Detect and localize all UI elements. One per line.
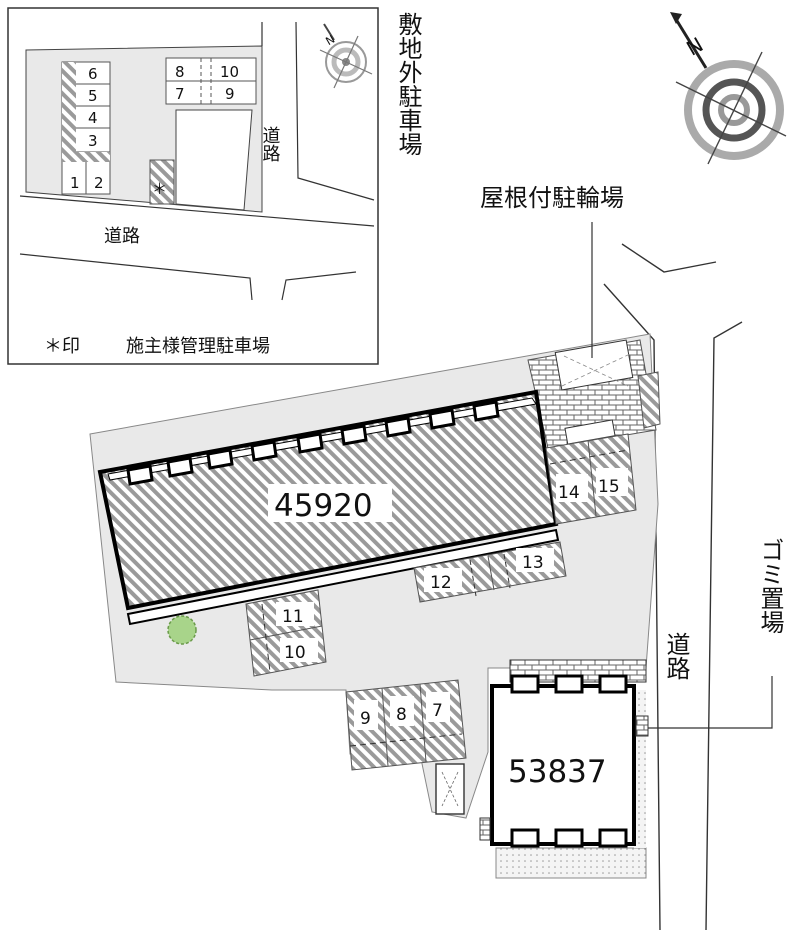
compass-icon: N <box>670 12 787 165</box>
parking-slot-8: 8 <box>396 705 407 725</box>
inset-slot-7: 7 <box>175 85 185 103</box>
inset-slot-4: 4 <box>88 109 98 127</box>
inset-slot-9: 9 <box>225 85 235 103</box>
parking-group-10-11: 11 10 <box>245 589 327 677</box>
garbage-leader <box>648 676 773 729</box>
bicycle-shed-edge <box>637 371 661 429</box>
inset-owner-slot <box>149 159 175 205</box>
parking-slot-14: 14 <box>558 483 580 503</box>
inset-slot-10: 10 <box>220 63 239 81</box>
road-label: 道路 <box>662 632 690 680</box>
inset-slot-5: 5 <box>88 87 98 105</box>
site-lot-south <box>495 847 647 879</box>
inset-building <box>175 109 253 211</box>
inset-road-line <box>19 253 253 301</box>
small-shed-cross <box>441 771 459 807</box>
inset-slot-2: 2 <box>94 174 104 192</box>
parking-slot-12: 12 <box>430 573 452 593</box>
building-45920: 45920 <box>97 389 560 626</box>
tree-icon <box>167 615 197 645</box>
inset-slot-1: 1 <box>70 174 80 192</box>
road-line <box>705 321 743 931</box>
inset-road-label-right: 道路 <box>260 126 281 162</box>
road-line <box>621 243 717 273</box>
road-line <box>603 283 661 931</box>
inset-legend-mark: ＊印 <box>44 336 80 357</box>
parking-slot-11: 11 <box>282 607 304 627</box>
parking-slot-13: 13 <box>522 553 544 573</box>
bicycle-shed-roof <box>554 339 634 391</box>
parking-group-14-15: 14 15 <box>545 433 637 525</box>
parking-slot-15: 15 <box>598 477 620 497</box>
inset-asterisk: ＊ <box>152 180 167 198</box>
inset-legend-text: 施主様管理駐車場 <box>126 336 270 357</box>
bicycle-shed-cross <box>561 353 631 387</box>
building-45920-label-bg <box>268 484 392 522</box>
inset-road-line <box>281 271 357 301</box>
inset-slot-3: 3 <box>88 132 98 150</box>
inset-compass-icon: N <box>319 23 373 89</box>
meter-box <box>479 817 491 841</box>
bicycle-parking-label: 屋根付駐輪場 <box>480 184 624 212</box>
parking-slot-9: 9 <box>360 709 371 729</box>
inset-slot-8: 8 <box>175 63 185 81</box>
inset-parking-top: 8 10 7 9 <box>165 57 257 105</box>
garbage-label: ゴミ置場 <box>756 538 784 634</box>
small-shed <box>435 763 465 815</box>
parking-slot-7: 7 <box>432 701 443 721</box>
parking-group-12-13: 12 13 <box>413 541 567 603</box>
building-53837: 53837 <box>490 659 647 848</box>
inset-parking-left: 6 5 4 3 1 2 <box>61 61 111 195</box>
inset-road-line <box>19 195 375 227</box>
inset-road-line <box>295 21 375 201</box>
building-53837-label: 53837 <box>508 754 607 790</box>
parking-slot-10: 10 <box>284 643 306 663</box>
offsite-parking-label: 敷地外駐車場 <box>394 12 422 156</box>
garbage-box <box>635 715 649 737</box>
inset-road-label-bottom: 道路 <box>104 226 140 247</box>
parking-group-7-9: 9 8 7 <box>345 679 467 771</box>
inset-slot-6: 6 <box>88 65 98 83</box>
compass-label: N <box>682 32 707 60</box>
inset-map: 6 5 4 3 1 2 8 10 7 9 ＊ 道路 道路 <box>7 7 379 365</box>
building-45920-label: 45920 <box>274 488 373 524</box>
